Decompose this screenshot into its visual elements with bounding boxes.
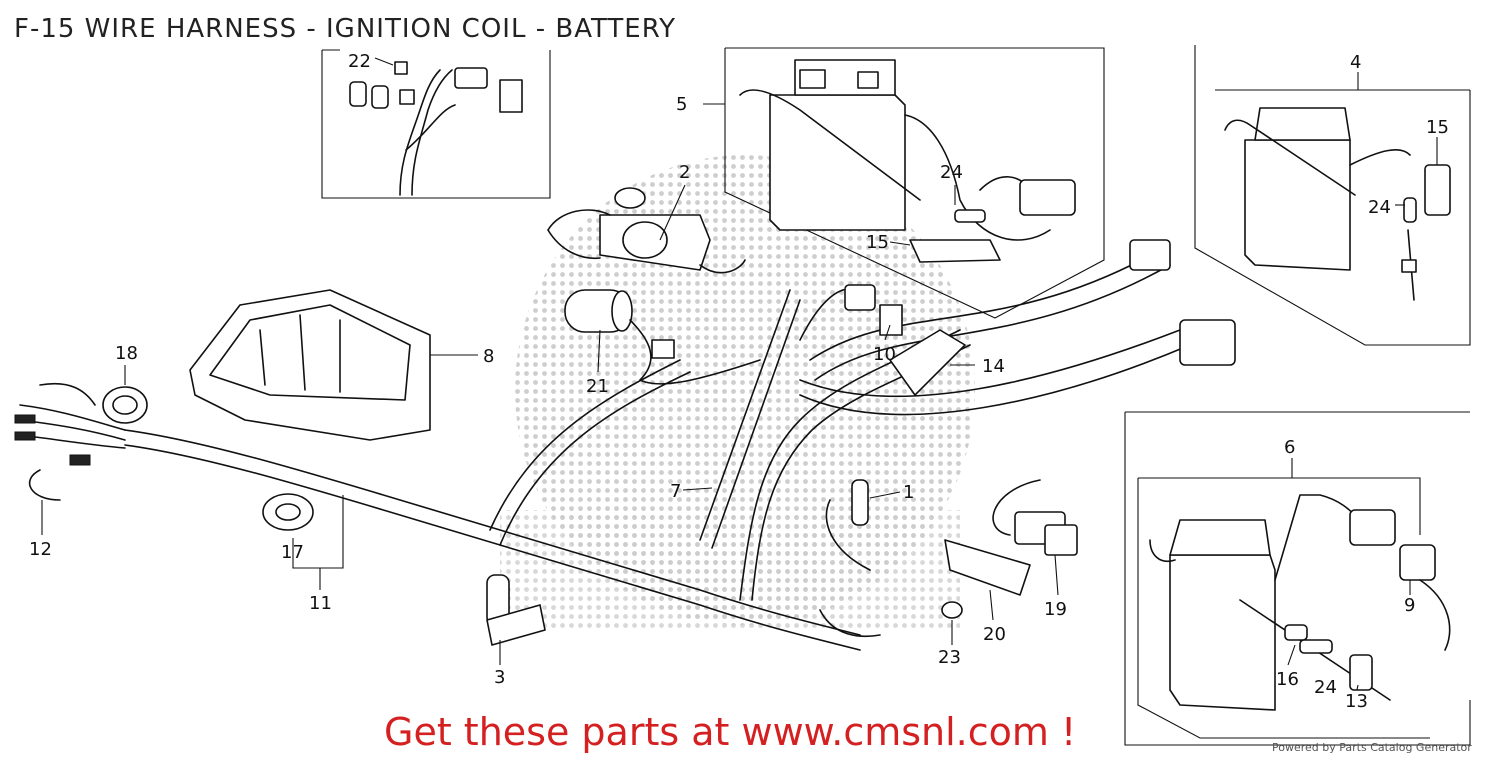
callout-24b: 24 — [1368, 197, 1391, 218]
callout-5: 5 — [676, 94, 687, 115]
callout-20: 20 — [983, 624, 1006, 645]
callout-21: 21 — [586, 376, 609, 397]
spark-plug-cap-3 — [486, 574, 546, 646]
callout-1: 1 — [903, 482, 914, 503]
grommets — [102, 386, 314, 531]
callout-12: 12 — [29, 539, 52, 560]
main-wire-harness — [14, 239, 1236, 651]
callout-11: 11 — [309, 593, 332, 614]
diagram-title: F-15 WIRE HARNESS - IGNITION COIL - BATT… — [14, 14, 676, 44]
callout-24c: 24 — [1314, 677, 1337, 698]
callout-15b: 15 — [1426, 117, 1449, 138]
callout-6: 6 — [1284, 437, 1295, 458]
callout-7: 7 — [670, 481, 681, 502]
inset-detail-22 — [321, 49, 551, 199]
callout-24a: 24 — [940, 162, 963, 183]
callout-8: 8 — [483, 346, 494, 367]
callout-2: 2 — [679, 162, 690, 183]
cmsnl-link[interactable]: Get these parts at www.cmsnl.com ! — [384, 710, 1077, 754]
battery-assembly-5 — [703, 47, 1105, 319]
callout-10: 10 — [873, 344, 896, 365]
callout-22: 22 — [348, 51, 371, 72]
leader-lines — [41, 137, 1438, 691]
battery-assembly-4 — [1194, 45, 1471, 346]
callout-3: 3 — [494, 667, 505, 688]
battery-assembly-6 — [1124, 411, 1471, 746]
callout-labels: 1 2 3 4 5 6 7 8 9 10 11 12 13 14 15 15 1… — [29, 51, 1449, 712]
condenser-21 — [564, 289, 761, 385]
callout-15a: 15 — [866, 232, 889, 253]
powered-by-credit: Powered by Parts Catalog Generator — [1272, 741, 1472, 754]
callout-16: 16 — [1276, 669, 1299, 690]
regulator-19 — [992, 479, 1078, 556]
plug-1 — [851, 479, 869, 526]
ignition-coil-2 — [547, 187, 746, 274]
callout-23: 23 — [938, 647, 961, 668]
callout-4: 4 — [1350, 52, 1361, 73]
callout-19: 19 — [1044, 599, 1067, 620]
callout-9: 9 — [1404, 595, 1415, 616]
callout-13: 13 — [1345, 691, 1368, 712]
callout-14: 14 — [982, 356, 1005, 377]
battery-case-8 — [189, 289, 478, 441]
callout-18: 18 — [115, 343, 138, 364]
fuse-box-20 — [941, 539, 1031, 619]
callout-17: 17 — [281, 542, 304, 563]
